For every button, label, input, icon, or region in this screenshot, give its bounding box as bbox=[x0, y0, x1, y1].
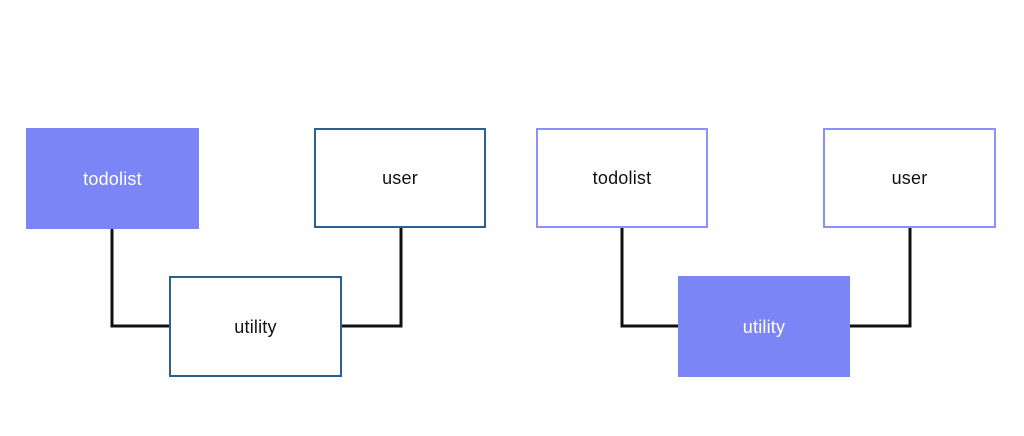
node-label: utility bbox=[234, 316, 277, 337]
node-user[interactable]: user bbox=[823, 128, 996, 228]
connector-edge bbox=[342, 228, 403, 328]
node-label: todolist bbox=[83, 168, 142, 189]
node-user[interactable]: user bbox=[314, 128, 486, 228]
node-label: user bbox=[382, 168, 418, 188]
node-todolist[interactable]: todolist bbox=[536, 128, 708, 228]
node-todolist[interactable]: todolist bbox=[26, 128, 199, 229]
node-utility[interactable]: utility bbox=[678, 276, 850, 377]
node-label: utility bbox=[742, 316, 786, 337]
node-utility[interactable]: utility bbox=[169, 276, 342, 377]
connector-edge bbox=[850, 228, 912, 328]
node-label: user bbox=[891, 168, 928, 188]
connector-edge bbox=[110, 229, 169, 328]
connector-edge bbox=[620, 228, 678, 328]
node-label: todolist bbox=[592, 168, 652, 188]
